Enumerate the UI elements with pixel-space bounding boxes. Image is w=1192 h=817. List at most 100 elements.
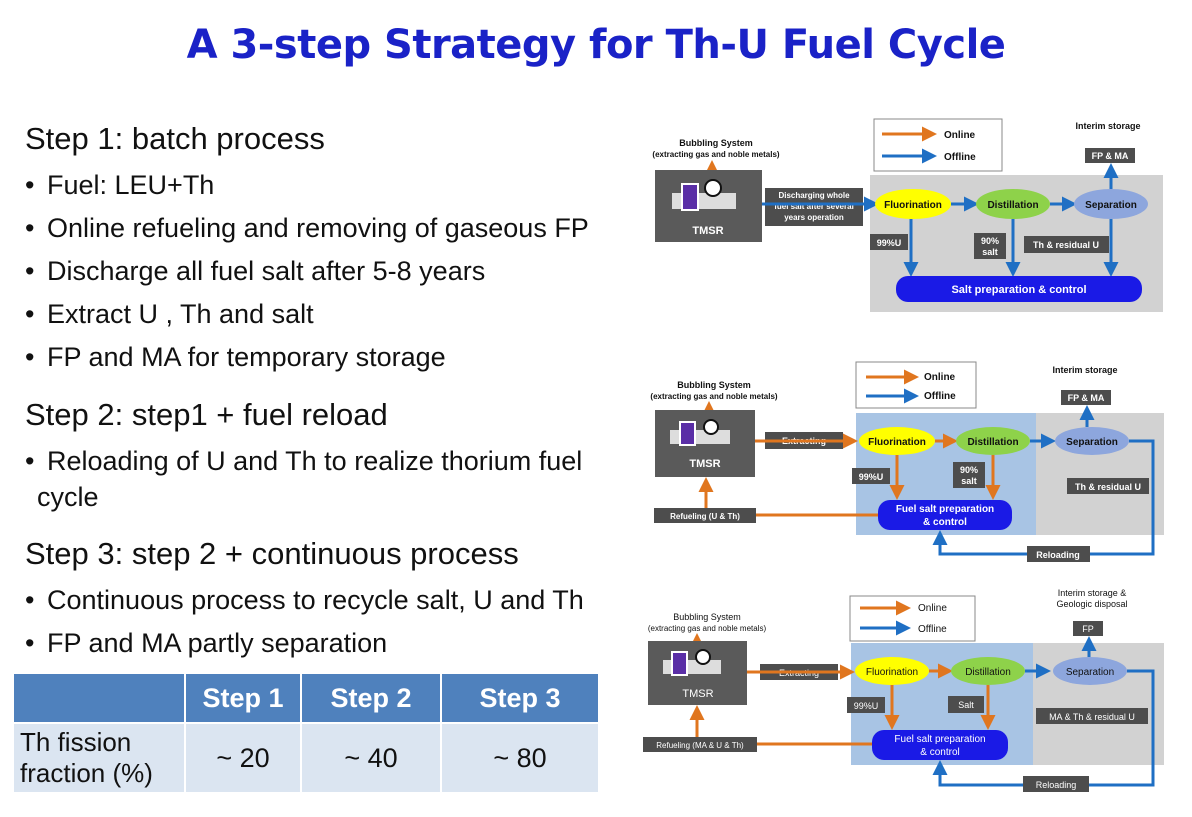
- fuel-salt-prep-line2: & control: [923, 517, 967, 528]
- interim-storage-label: Interim storage: [1075, 121, 1140, 131]
- slide-title: A 3-step Strategy for Th-U Fuel Cycle: [186, 22, 1006, 68]
- reloading-box: [1027, 546, 1090, 562]
- fp-label: FP: [1082, 624, 1094, 634]
- interim-storage-label: Interim storage: [1052, 365, 1117, 375]
- fluorination-label: Fluorination: [868, 437, 926, 448]
- fuel-salt-prep-line1: Fuel salt preparation: [894, 734, 985, 745]
- diagram-step1: Online Offline Bubbling System (extracti…: [652, 118, 1163, 312]
- diagram-step2: Online Offline Bubbling System (extracti…: [650, 361, 1164, 562]
- reactor-label: TMSR: [682, 688, 713, 700]
- output-salt-label: Salt: [958, 700, 974, 710]
- output-99u-box: [852, 468, 890, 484]
- step1-bullet-5: •FP and MA for temporary storage: [25, 342, 446, 372]
- output-th-u-box: [1024, 236, 1109, 253]
- table-cell-step1: ~ 20: [184, 722, 301, 792]
- legend-box: [873, 118, 1003, 172]
- fluorination-node: [855, 657, 929, 685]
- fuel-salt-prep-line1: Fuel salt preparation: [896, 504, 994, 515]
- diagram-step3: Online Offline Bubbling System (extracti…: [643, 588, 1164, 792]
- step2-bullet-1: •Reloading of U and Th to realize thoriu…: [25, 446, 583, 476]
- bubbling-title: Bubbling System: [673, 612, 741, 622]
- fuel-salt-prep-node: [878, 500, 1012, 530]
- table-header-step2: Step 2: [300, 674, 441, 723]
- bubbling-subtitle: (extracting gas and noble metals): [648, 624, 767, 633]
- reloading-label: Reloading: [1036, 550, 1080, 560]
- refueling-label: Refueling (U & Th): [670, 512, 740, 521]
- output-th-u-label: Th & residual U: [1033, 240, 1099, 250]
- output-99u-label: 99%U: [877, 238, 902, 248]
- step3-heading: Step 3: step 2 + continuous process: [25, 536, 519, 571]
- legend-offline-label: Offline: [918, 624, 947, 635]
- discharge-line2: fuel salt after several: [774, 202, 854, 211]
- fp-ma-box: [1085, 148, 1135, 163]
- table-corner: [14, 674, 185, 723]
- reactor-pump-icon: [704, 179, 722, 197]
- step1-bullet-1: •Fuel: LEU+Th: [25, 170, 215, 200]
- output-99u-label: 99%U: [854, 701, 879, 711]
- distillation-node: [976, 189, 1050, 219]
- interim-storage-line1: Interim storage &: [1058, 588, 1127, 598]
- interim-storage-line2: Geologic disposal: [1056, 599, 1127, 609]
- step1-bullet-3: •Discharge all fuel salt after 5-8 years: [25, 256, 486, 286]
- output-salt-line2: salt: [982, 247, 998, 257]
- separation-label: Separation: [1066, 437, 1118, 448]
- salt-prep-node: [896, 276, 1142, 302]
- reactor-pump-icon: [703, 419, 719, 435]
- fluorination-label: Fluorination: [884, 200, 942, 211]
- legend-online-label: Online: [944, 130, 976, 141]
- reactor-core-icon: [681, 183, 699, 211]
- output-salt-line1: 90%: [960, 465, 978, 475]
- reactor-core-icon: [671, 651, 688, 676]
- table-header-step3: Step 3: [440, 674, 598, 723]
- reactor-core-icon: [679, 421, 696, 446]
- output-salt-box: [953, 462, 985, 488]
- bubbling-subtitle: (extracting gas and noble metals): [650, 392, 777, 401]
- distillation-node: [956, 427, 1030, 455]
- distillation-label: Distillation: [967, 437, 1018, 448]
- fp-box: [1073, 621, 1103, 636]
- fluorination-node: [859, 427, 935, 455]
- fuel-salt-prep-line2: & control: [920, 747, 959, 758]
- output-salt-line2: salt: [961, 476, 977, 486]
- separation-label: Separation: [1066, 667, 1114, 678]
- fluorination-label: Fluorination: [866, 667, 918, 678]
- discharge-line3: years operation: [784, 213, 844, 222]
- distillation-label: Distillation: [987, 200, 1038, 211]
- legend-online-label: Online: [918, 603, 947, 614]
- separation-node: [1055, 427, 1129, 455]
- legend-online-label: Online: [924, 372, 956, 383]
- reactor-label: TMSR: [692, 225, 723, 237]
- discharge-line1: Discharging whole: [778, 191, 850, 200]
- fluorination-node: [875, 189, 951, 219]
- step2-heading: Step 2: step1 + fuel reload: [25, 397, 388, 432]
- step2-bullet-1-continuation: cycle: [37, 482, 99, 512]
- bubbling-title: Bubbling System: [677, 380, 751, 390]
- refueling-label: Refueling (MA & U & Th): [656, 741, 744, 750]
- distillation-label: Distillation: [965, 667, 1011, 678]
- step1-bullet-2: •Online refueling and removing of gaseou…: [25, 213, 589, 243]
- output-99u-box: [847, 697, 885, 713]
- output-th-u-label: Th & residual U: [1075, 482, 1141, 492]
- output-99u-label: 99%U: [859, 472, 884, 482]
- bubbling-subtitle: (extracting gas and noble metals): [652, 150, 779, 159]
- reloading-box: [1023, 776, 1089, 792]
- salt-prep-label: Salt preparation & control: [951, 284, 1086, 296]
- step3-bullet-2: •FP and MA partly separation: [25, 628, 388, 658]
- fp-ma-box: [1061, 390, 1111, 405]
- fp-ma-label: FP & MA: [1092, 151, 1129, 161]
- discharge-box: [765, 188, 863, 226]
- output-salt-box: [974, 233, 1006, 259]
- legend-offline-label: Offline: [944, 152, 976, 163]
- reloading-arrow: [932, 439, 1155, 556]
- refueling-box: [654, 508, 756, 523]
- step3-bullet-1: •Continuous process to recycle salt, U a…: [25, 585, 584, 615]
- legend-box: [849, 595, 976, 642]
- separation-node: [1074, 189, 1148, 219]
- reloading-arrow: [932, 669, 1155, 787]
- reloading-label: Reloading: [1036, 780, 1077, 790]
- step1-heading: Step 1: batch process: [25, 121, 325, 156]
- fp-ma-label: FP & MA: [1068, 393, 1105, 403]
